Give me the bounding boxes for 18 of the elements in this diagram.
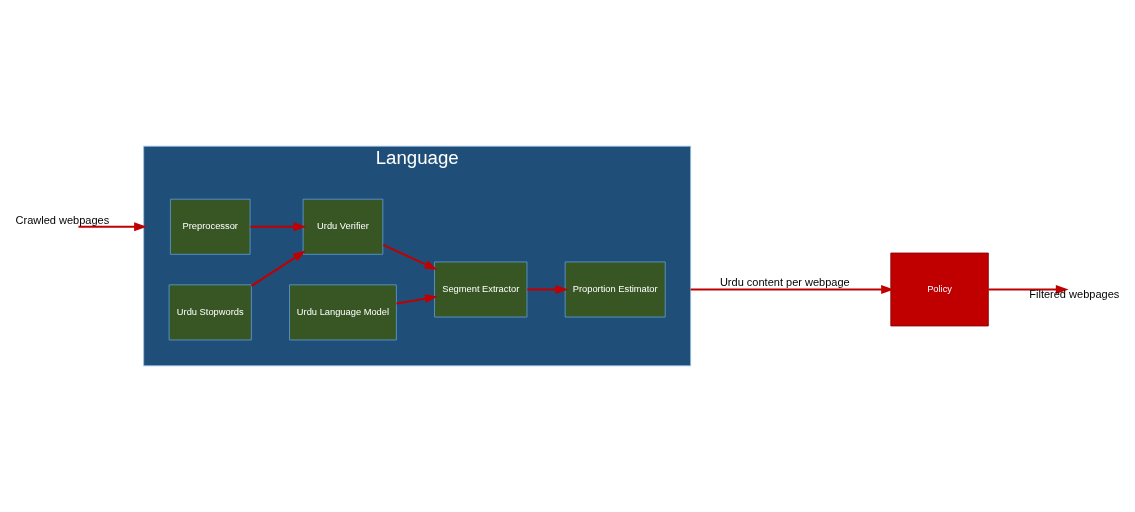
node-box: Policy (890, 252, 989, 327)
edge-label: Filtered webpages (1029, 288, 1120, 301)
arrow (250, 222, 307, 232)
node-box: Proportion Estimator (564, 261, 666, 318)
edge-label: Crawled webpages (15, 213, 110, 226)
arrow (396, 294, 438, 305)
arrow (250, 250, 306, 287)
arrow (527, 285, 569, 294)
arrow (690, 285, 894, 294)
node-box: Preprocessor (169, 198, 251, 255)
edge-label: Urdu content per webpage (719, 276, 850, 289)
node-box: Urdu Language Model (289, 284, 397, 341)
node-box: Urdu Verifier (302, 198, 384, 255)
arrow (78, 222, 147, 232)
node-box: Segment Extractor (434, 261, 528, 318)
arrow (382, 243, 438, 270)
node-box: Urdu Stopwords (168, 284, 252, 341)
arrow (988, 285, 1069, 294)
